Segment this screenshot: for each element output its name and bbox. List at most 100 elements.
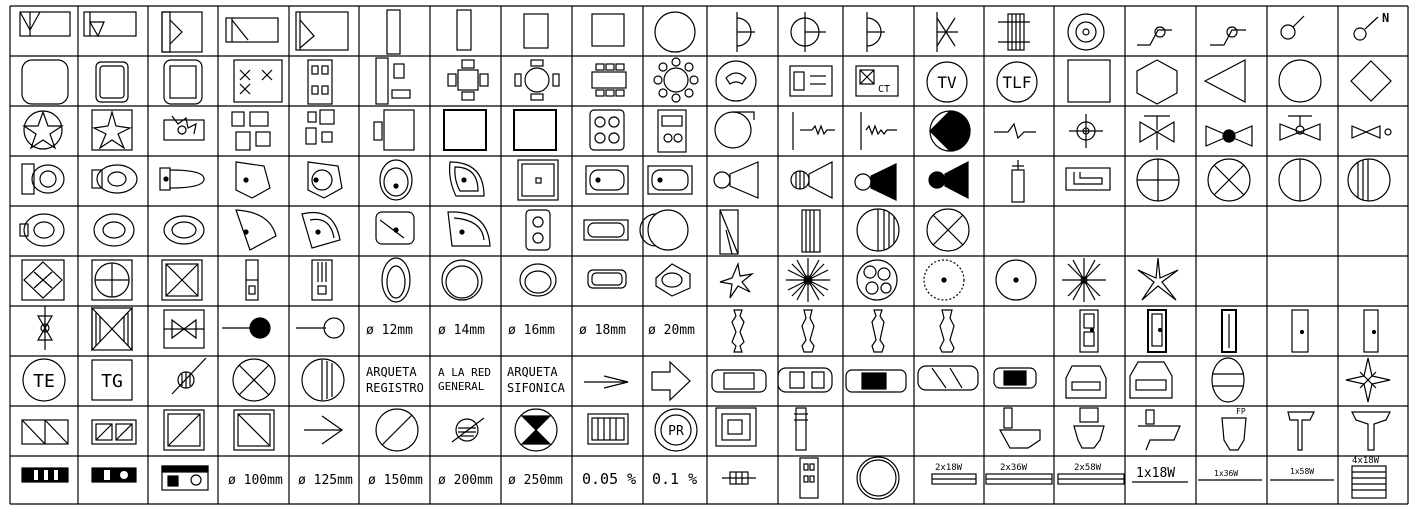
bidet-symbol	[163, 215, 205, 245]
dining-set-symbol	[307, 59, 333, 105]
pipe-16-label: ø 16mm	[508, 323, 555, 338]
baluster-symbol	[939, 309, 955, 353]
shower-tray-symbol	[517, 159, 559, 201]
corner-basin-symbol	[235, 209, 277, 251]
oval-tub-symbol	[381, 257, 411, 303]
oven-symbol	[657, 109, 687, 153]
tlf-label: TLF	[1003, 73, 1032, 92]
pipe-125-label: ø 125mm	[298, 473, 353, 488]
washbasin-symbol	[307, 161, 343, 199]
te-label: TE	[33, 371, 55, 392]
fp-label: FP	[1236, 407, 1246, 416]
fridge-symbol	[443, 109, 487, 151]
round-tub-symbol	[441, 259, 483, 301]
drain-symbol	[1067, 13, 1105, 51]
te-symbol: TE	[22, 358, 66, 402]
pipe-250-label: ø 250mm	[508, 473, 563, 488]
shower-round-symbol	[91, 259, 133, 301]
round-bathtub-symbol	[639, 209, 689, 251]
valve-symbol	[1210, 26, 1246, 46]
slope-01-label: 0.1 %	[652, 470, 697, 488]
double-box-symbol	[91, 419, 137, 445]
flow-direction-symbol	[304, 415, 344, 445]
diamond-symbol	[1350, 60, 1392, 102]
toilet-front-symbol	[1073, 407, 1105, 449]
cooktop-symbol	[589, 109, 625, 151]
speaker-symbol	[928, 161, 969, 199]
fluorescent-2x18-symbol: 2x18W	[931, 463, 977, 485]
grounding-symbol	[171, 357, 207, 395]
heat-sensor-symbol	[792, 112, 835, 150]
lamp-1x58-label: 1x58W	[1290, 467, 1314, 476]
bowtie-symbol	[91, 306, 133, 352]
valve-symbol	[1353, 16, 1379, 41]
door-panel-symbol	[1147, 309, 1167, 353]
car-symbol	[993, 367, 1037, 389]
fluorescent-1x18-symbol: 1x18W	[1132, 466, 1188, 483]
lamp-2x18-label: 2x18W	[935, 463, 963, 473]
meter-symbol	[1069, 114, 1103, 148]
door-simple-symbol	[1291, 309, 1309, 353]
pipe-column-symbol	[794, 407, 808, 451]
hatched-circle-symbol	[1347, 158, 1391, 202]
round-table-8-chairs	[653, 57, 699, 103]
symbols: N CT TV TLF	[19, 9, 1392, 500]
wc-symbol	[93, 213, 135, 247]
baluster-symbol	[731, 309, 745, 353]
ball-valve-symbol	[1205, 125, 1253, 147]
triangle-symbol	[1203, 59, 1246, 103]
car-front-symbol	[1129, 361, 1173, 399]
bidet-side-symbol	[1138, 409, 1181, 451]
watermark-n: N	[1382, 11, 1389, 25]
armchair-symbol	[21, 59, 69, 105]
slope-005-label: 0.05 %	[582, 470, 636, 488]
valve-symbol	[1280, 15, 1305, 40]
sofa-set-symbol	[231, 111, 271, 151]
pipe-12-label: ø 12mm	[366, 323, 413, 338]
hexa-tub-symbol	[655, 263, 691, 297]
extinguisher-symbol	[1011, 160, 1025, 203]
basin-symbol	[375, 211, 415, 245]
baluster-symbol	[801, 309, 815, 353]
door-swing-cross-symbol	[936, 12, 958, 52]
bed-symbol	[295, 11, 349, 51]
door-glass-symbol	[1221, 309, 1237, 353]
double-sink-symbol	[525, 209, 551, 251]
tree-burst-symbol	[786, 258, 830, 302]
arqueta-sifonica-line2: SIFONICA	[507, 381, 566, 395]
tg-symbol: TG	[91, 359, 133, 401]
washbasin-oval-symbol	[379, 159, 413, 201]
pipe-14-label: ø 14mm	[438, 323, 485, 338]
oval-basin-symbol	[519, 263, 557, 297]
wardrobe-symbol	[456, 9, 472, 51]
planter-box-symbol	[163, 115, 205, 141]
baluster-symbol	[871, 309, 885, 353]
tg-label: TG	[101, 371, 123, 392]
ct-panel-symbol: CT	[855, 65, 899, 97]
panel-symbol	[21, 467, 69, 483]
speaker-symbol	[790, 161, 833, 199]
round-lamp-symbol	[856, 456, 900, 500]
living-set-symbol	[305, 109, 335, 145]
kitchen-corner-symbol	[715, 407, 757, 447]
pipe-100-label: ø 100mm	[228, 473, 283, 488]
lamp-4x18-label: 4x18W	[1352, 456, 1380, 466]
pipe-150-label: ø 150mm	[368, 473, 423, 488]
tree-star-symbol	[719, 261, 755, 299]
pipe-end-open-symbol	[296, 317, 345, 339]
cross-circle-symbol	[1136, 158, 1180, 202]
door-panel-symbol	[1079, 309, 1099, 353]
wc-symbol	[19, 213, 65, 247]
dishwasher-symbol	[513, 109, 557, 151]
lamp-1x36-label: 1x36W	[1214, 469, 1238, 478]
wardrobe-symbol	[386, 9, 401, 55]
square-symbol	[1067, 59, 1111, 103]
door-swing-symbol	[866, 12, 885, 52]
door-swing-symbol	[790, 12, 826, 52]
shower-tray-symbol	[161, 259, 203, 301]
bed-symbol	[225, 17, 279, 43]
car-front-symbol	[1065, 365, 1107, 399]
planter-symbol	[91, 109, 133, 151]
palm-symbol	[1137, 257, 1179, 301]
car-symbol	[711, 369, 767, 393]
